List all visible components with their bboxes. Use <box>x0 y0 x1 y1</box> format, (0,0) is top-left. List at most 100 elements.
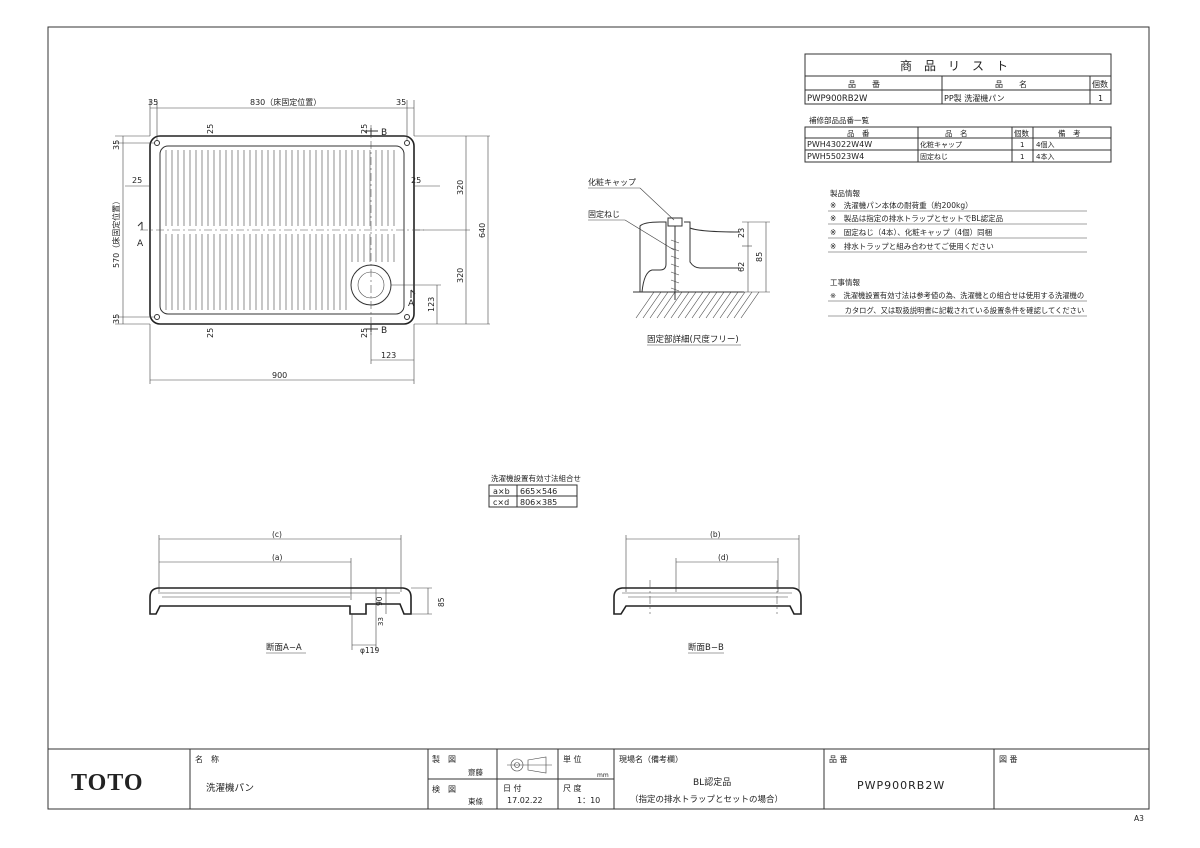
scale-label: 尺 度 <box>563 783 582 793</box>
hatch-line <box>719 291 739 319</box>
dim-side-left: 25 <box>132 176 142 185</box>
product-list-title: 商 品 リ ス ト <box>900 58 1008 73</box>
section-mark-a-right: A <box>408 299 415 309</box>
product-list-header-part: 品 番 <box>848 79 880 89</box>
repair-header-name: 品 名 <box>945 128 968 138</box>
repair-row1-name: 化粧キャップ <box>920 140 962 149</box>
dim-inner-bot-right: 25 <box>360 328 369 338</box>
dim-overall-w: 900 <box>272 371 287 380</box>
dim-drain-w: 123 <box>381 351 396 360</box>
hatch-line <box>642 291 662 319</box>
repair-parts-table: 補修部品品番一覧 品 番 品 名 個数 備 考 PWH43022W4W 化粧キャ… <box>804 115 1112 163</box>
hatch-line <box>705 291 725 319</box>
pan-ribs <box>165 150 395 310</box>
section-mark-b-top: B <box>381 128 387 138</box>
effective-dims-table: 洗濯機設置有効寸法組合せ a×b 665×546 c×d 806×385 <box>488 473 581 508</box>
dim-62: 62 <box>737 262 746 272</box>
dim-90: 90 <box>375 596 384 606</box>
repair-parts-title: 補修部品品番一覧 <box>809 115 869 125</box>
fixing-detail: 化粧キャップ 固定ねじ 23 62 85 固定部詳細(尺度フリー) <box>588 177 770 346</box>
scale-value: 1：10 <box>577 796 600 805</box>
hatch-line <box>691 291 711 319</box>
name-value: 洗濯機パン <box>206 782 254 794</box>
product-list-table: 商 品 リ ス ト 品 番 品 名 個数 PWP900RB2W PP製 洗濯機パ… <box>804 53 1112 105</box>
cap <box>667 217 683 227</box>
product-info-title: 製品情報 <box>830 188 860 198</box>
floor-hatch <box>635 291 760 319</box>
dim-right-h2: 320 <box>456 268 465 283</box>
date-label: 日 付 <box>503 783 522 793</box>
repair-row1-part: PWH43022W4W <box>807 140 872 149</box>
section-aa-profile <box>149 587 412 615</box>
dim-right-total: 640 <box>478 223 487 238</box>
section-a-a: (c) (a) 90 85 33 φ119 断面A−A <box>149 530 446 655</box>
dim-a: (a) <box>272 553 283 562</box>
dim-left-top: 35 <box>112 140 121 150</box>
dim-left-mid: 570（床固定位置） <box>111 197 121 268</box>
dim-drain-h: 123 <box>427 297 436 312</box>
section-mark-a-left: A <box>137 239 144 249</box>
hatch-line <box>684 291 704 319</box>
part-label: 品 番 <box>829 754 848 764</box>
dim-inner-top-left: 25 <box>206 124 215 134</box>
dim-right-h1: 320 <box>456 180 465 195</box>
repair-row2-qty: 1 <box>1020 153 1024 161</box>
hatch-line <box>649 291 669 319</box>
site-line-1: BL認定品 <box>693 776 731 788</box>
dim-left-bot: 35 <box>112 314 121 324</box>
product-list-row-part: PWP900RB2W <box>807 94 868 104</box>
checked-by: 東條 <box>468 796 483 806</box>
section-bb-profile <box>613 587 802 615</box>
fix-hole-br <box>404 314 410 320</box>
hatch-line <box>663 291 683 319</box>
effective-row2-val: 806×385 <box>520 498 557 507</box>
pan-edge-profile <box>639 221 667 293</box>
construction-info-line-2: カタログ、又は取扱説明書に記載されている設置条件を確認してください <box>830 306 1084 315</box>
product-info: 製品情報 ※ 洗濯機パン本体の耐荷重（約200kg） ※ 製品は指定の排水トラッ… <box>828 188 1087 253</box>
drawing-no-label: 図 番 <box>999 754 1018 764</box>
dim-side-right: 25 <box>411 176 421 185</box>
dim-top-right: 35 <box>396 98 406 107</box>
repair-row2-note: 4本入 <box>1036 152 1054 161</box>
hatch-line <box>670 291 690 319</box>
dim-33: 33 <box>377 617 385 626</box>
hatch-line <box>635 291 655 319</box>
hatch-line <box>740 291 760 319</box>
construction-info: 工事情報 ※ 洗濯機設置有効寸法は参考値の為、洗濯機との組合せは使用する洗濯機の… <box>828 277 1087 317</box>
dim-inner-top-right: 25 <box>360 124 369 134</box>
dim-inner-bot-left: 25 <box>206 328 215 338</box>
drawn-by: 齋藤 <box>468 767 483 777</box>
hatch-line <box>656 291 676 319</box>
sheet-frame <box>47 26 1150 810</box>
fix-hole-tr <box>404 140 410 146</box>
product-info-item-1: ※ 洗濯機パン本体の耐荷重（約200kg） <box>830 200 973 210</box>
repair-row2-part: PWH55023W4 <box>807 152 864 161</box>
product-info-item-3: ※ 固定ねじ（4本）、化粧キャップ（4個）同梱 <box>830 227 992 237</box>
dim-b: (b) <box>710 530 721 539</box>
fix-hole-tl <box>154 140 160 146</box>
section-aa-caption: 断面A−A <box>266 642 302 653</box>
construction-info-line-1: ※ 洗濯機設置有効寸法は参考値の為、洗濯機との組合せは使用する洗濯機の <box>830 291 1084 300</box>
hatch-line <box>712 291 732 319</box>
dim-85-aa: 85 <box>437 597 446 607</box>
plan-view: 35 830（床固定位置） 35 25 25 25 25 25 25 35 57… <box>111 97 490 384</box>
repair-row1-note: 4個入 <box>1036 140 1054 149</box>
drawn-label: 製 図 <box>432 754 456 764</box>
effective-dims-title: 洗濯機設置有効寸法組合せ <box>491 473 581 483</box>
projection-symbol <box>507 756 552 774</box>
dim-d: (d) <box>718 553 729 562</box>
hatch-line <box>677 291 697 319</box>
site-line-2: （指定の排水トラップとセットの場合） <box>630 794 783 805</box>
product-info-item-4: ※ 排水トラップと組み合わせてご使用ください <box>830 241 994 251</box>
effective-row2-key: c×d <box>493 498 509 507</box>
effective-row1-val: 665×546 <box>520 487 557 496</box>
unit-value: mm <box>597 772 609 779</box>
dim-85: 85 <box>755 252 764 262</box>
section-b-b: (b) (d) 断面B−B <box>613 530 802 654</box>
repair-header-part: 品 番 <box>847 128 870 138</box>
dim-c: (c) <box>272 530 282 539</box>
product-list-header-qty: 個数 <box>1092 79 1108 89</box>
checked-label: 検 図 <box>432 784 456 794</box>
product-list-header-name: 品 名 <box>995 79 1027 89</box>
